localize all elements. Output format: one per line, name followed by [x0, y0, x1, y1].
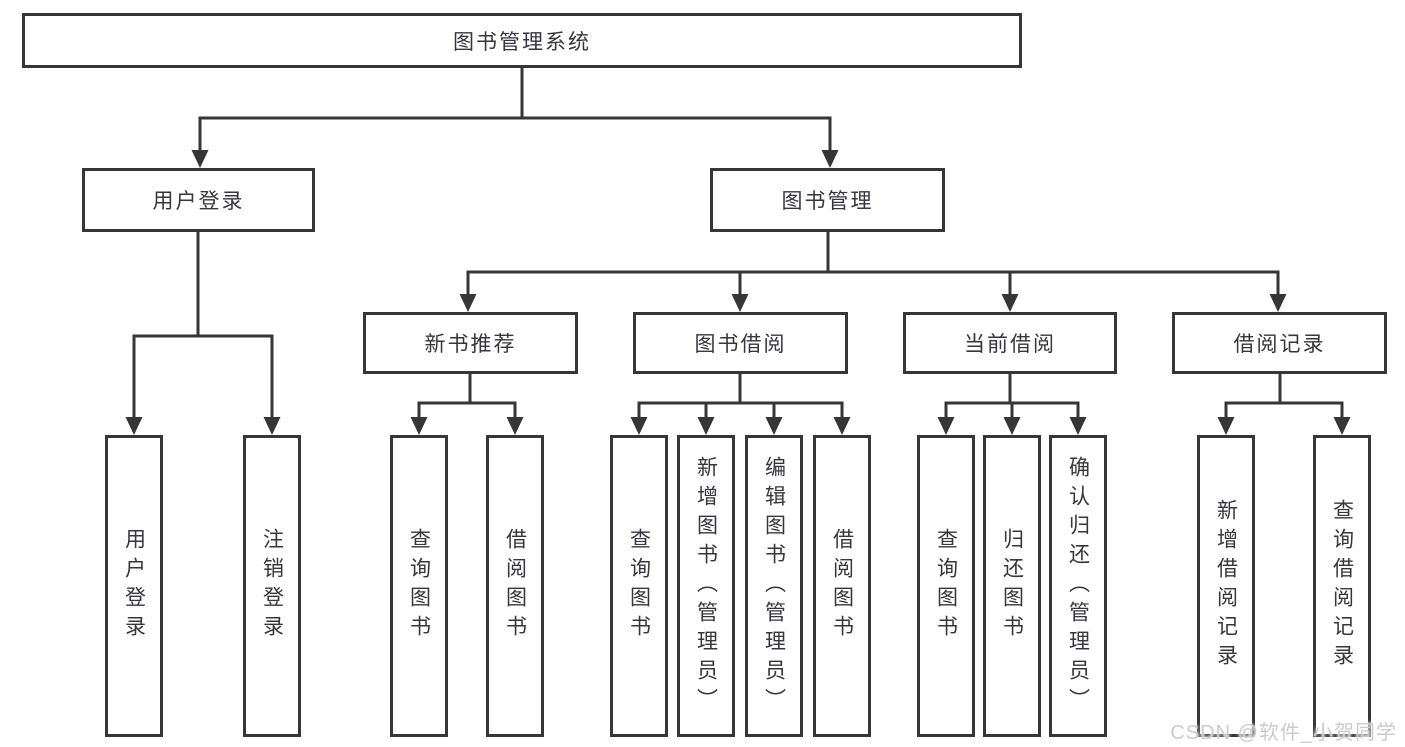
leaf-add-book-admin: 新增图书（管理员）: [677, 435, 735, 737]
node-new-book-recommendation: 新书推荐: [363, 312, 578, 374]
leaf-confirm-return-admin: 确认归还（管理员）: [1049, 435, 1107, 737]
node-borrowing-records: 借阅记录: [1172, 312, 1387, 374]
node-label: 当前借阅: [964, 333, 1056, 356]
leaf-borrow-books-recommend: 借阅图书: [486, 435, 544, 737]
leaf-label: 归还图书: [1000, 528, 1024, 644]
leaf-add-borrow-record: 新增借阅记录: [1197, 435, 1255, 737]
node-book-management: 图书管理: [710, 168, 945, 232]
node-label: 新书推荐: [424, 333, 517, 356]
node-label: 图书管理: [781, 190, 874, 213]
leaf-label: 确认归还（管理员）: [1066, 455, 1090, 717]
leaf-label: 新增图书（管理员）: [694, 455, 718, 717]
leaf-label: 查询图书: [627, 528, 651, 644]
leaf-return-book: 归还图书: [983, 435, 1041, 737]
node-book-borrowing: 图书借阅: [633, 312, 848, 374]
leaf-label: 查询图书: [407, 528, 431, 644]
leaf-label: 查询图书: [934, 528, 958, 644]
node-user-login: 用户登录: [82, 168, 315, 232]
node-label: 借阅记录: [1233, 333, 1326, 356]
leaf-label: 用户登录: [122, 528, 146, 644]
node-library-management-system: 图书管理系统: [22, 13, 1022, 68]
leaf-query-books-current: 查询图书: [917, 435, 975, 737]
leaf-label: 借阅图书: [830, 528, 854, 644]
leaf-label: 编辑图书（管理员）: [762, 455, 786, 717]
csdn-watermark: CSDN @软件_小贺同学: [1170, 722, 1397, 744]
leaf-borrow-books-borrow: 借阅图书: [813, 435, 871, 737]
leaf-query-books-borrow: 查询图书: [610, 435, 668, 737]
node-label: 图书管理系统: [453, 30, 591, 54]
leaf-user-login: 用户登录: [105, 435, 163, 737]
leaf-label: 借阅图书: [503, 528, 527, 644]
leaf-logout: 注销登录: [243, 435, 301, 737]
leaf-query-borrow-record: 查询借阅记录: [1313, 435, 1371, 737]
leaf-label: 新增借阅记录: [1214, 499, 1238, 673]
leaf-label: 注销登录: [260, 528, 284, 644]
node-label: 图书借阅: [694, 333, 787, 356]
node-label: 用户登录: [152, 190, 245, 213]
node-current-borrowing: 当前借阅: [903, 312, 1117, 374]
leaf-query-books-recommend: 查询图书: [390, 435, 448, 737]
leaf-edit-book-admin: 编辑图书（管理员）: [745, 435, 803, 737]
leaf-label: 查询借阅记录: [1330, 499, 1354, 673]
